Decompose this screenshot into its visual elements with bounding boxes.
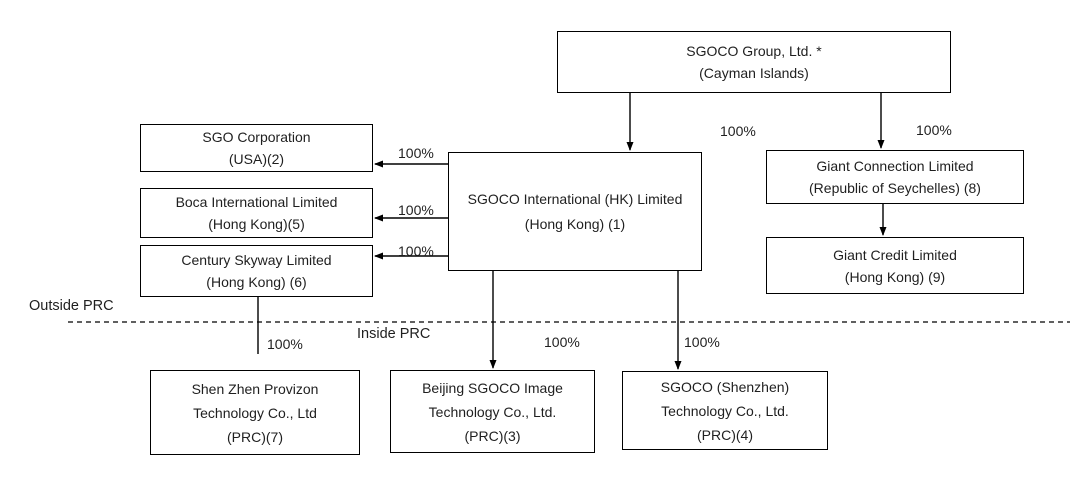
ownership-label-group-to-international: 100%	[720, 123, 756, 139]
node-shenzhen-provizon-name2: Technology Co., Ltd	[193, 404, 317, 421]
node-beijing-sgoco-image-jurisdiction: (PRC)(3)	[464, 427, 521, 444]
region-label-outside-prc: Outside PRC	[29, 298, 114, 314]
node-giant-connection-jurisdiction: (Republic of Seychelles) (8)	[809, 180, 981, 196]
node-boca-international-jurisdiction: (Hong Kong)(5)	[208, 216, 305, 232]
node-sgoco-group-name: SGOCO Group, Ltd. *	[686, 43, 822, 59]
node-sgoco-international: SGOCO International (HK) Limited (Hong K…	[448, 152, 702, 271]
node-sgoco-group-jurisdiction: (Cayman Islands)	[699, 65, 809, 81]
node-sgo-corporation-jurisdiction: (USA)(2)	[228, 151, 285, 167]
ownership-label-international-to-boca: 100%	[398, 202, 434, 218]
ownership-label-international-to-century: 100%	[398, 243, 434, 259]
node-sgo-corporation-name: SGO Corporation	[202, 129, 311, 145]
node-century-skyway: Century Skyway Limited (Hong Kong) (6)	[140, 245, 373, 297]
node-shenzhen-provizon-name: Shen Zhen Provizon	[191, 380, 319, 397]
node-sgo-corporation: SGO Corporation (USA)(2)	[140, 124, 373, 172]
node-sgoco-shenzhen-name2: Technology Co., Ltd.	[661, 402, 789, 419]
node-boca-international: Boca International Limited (Hong Kong)(5…	[140, 188, 373, 238]
node-sgoco-international-jurisdiction: (Hong Kong) (1)	[524, 215, 626, 232]
ownership-label-group-to-giant-connection: 100%	[916, 122, 952, 138]
ownership-label-century-to-provizon: 100%	[267, 336, 303, 352]
node-sgoco-shenzhen-name: SGOCO (Shenzhen)	[660, 378, 790, 395]
node-boca-international-name: Boca International Limited	[175, 194, 338, 210]
node-beijing-sgoco-image-name2: Technology Co., Ltd.	[428, 403, 557, 420]
node-century-skyway-name: Century Skyway Limited	[181, 252, 332, 268]
ownership-label-international-to-sgo: 100%	[398, 145, 434, 161]
node-giant-credit-jurisdiction: (Hong Kong) (9)	[844, 268, 946, 285]
region-label-inside-prc: Inside PRC	[357, 326, 431, 342]
node-shenzhen-provizon: Shen Zhen Provizon Technology Co., Ltd (…	[150, 370, 360, 455]
ownership-label-international-to-beijing: 100%	[544, 334, 580, 350]
node-sgoco-group: SGOCO Group, Ltd. * (Cayman Islands)	[557, 31, 951, 93]
node-giant-credit: Giant Credit Limited (Hong Kong) (9)	[766, 237, 1024, 294]
node-beijing-sgoco-image-name: Beijing SGOCO Image	[422, 379, 563, 396]
node-sgoco-shenzhen-jurisdiction: (PRC)(4)	[697, 426, 753, 443]
node-giant-credit-name: Giant Credit Limited	[833, 246, 957, 263]
node-shenzhen-provizon-jurisdiction: (PRC)(7)	[227, 428, 283, 445]
node-sgoco-international-name: SGOCO International (HK) Limited	[467, 190, 683, 207]
node-century-skyway-jurisdiction: (Hong Kong) (6)	[206, 274, 307, 290]
ownership-label-international-to-shenzhen: 100%	[684, 334, 720, 350]
node-sgoco-shenzhen: SGOCO (Shenzhen) Technology Co., Ltd. (P…	[622, 371, 828, 450]
node-giant-connection: Giant Connection Limited (Republic of Se…	[766, 150, 1024, 204]
node-giant-connection-name: Giant Connection Limited	[816, 158, 974, 174]
node-beijing-sgoco-image: Beijing SGOCO Image Technology Co., Ltd.…	[390, 370, 595, 453]
